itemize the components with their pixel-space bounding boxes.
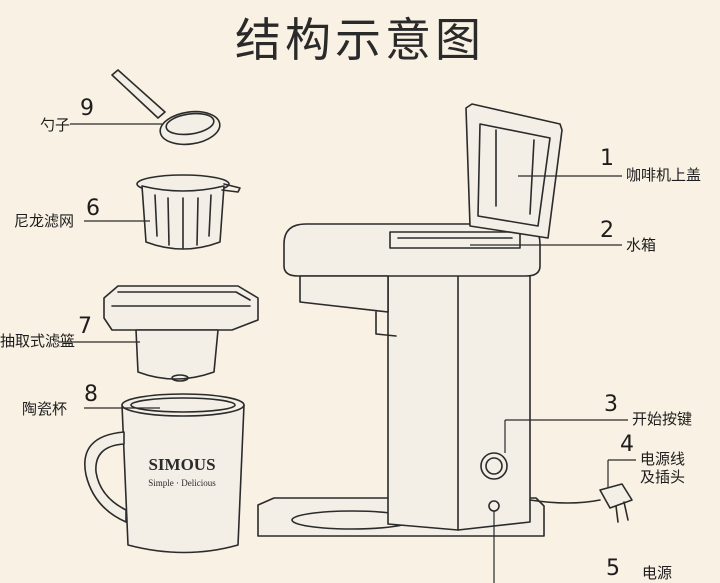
part-4-label-line2: 及插头 <box>640 468 686 486</box>
part-4-number: 4 <box>620 432 634 457</box>
part-3-number: 3 <box>604 392 618 417</box>
part-4-label-line1: 电源线 <box>640 450 686 468</box>
filter-basket-drawing <box>103 285 259 382</box>
part-6-number: 6 <box>86 196 100 221</box>
spoon-drawing <box>111 69 221 146</box>
ceramic-mug-drawing <box>84 393 245 554</box>
part-9-number: 9 <box>80 96 94 121</box>
part-2-number: 2 <box>600 218 614 243</box>
part-1-label: 咖啡机上盖 <box>626 166 702 184</box>
part-6-label: 尼龙滤网 <box>14 212 75 230</box>
part-3-label: 开始按键 <box>632 410 693 428</box>
mug-brand-slogan: Simple · Delicious <box>148 478 216 488</box>
part-8-label: 陶瓷杯 <box>22 400 68 418</box>
part-8-number: 8 <box>84 382 98 407</box>
part-9-label: 勺子 <box>40 116 71 134</box>
part-2-label: 水箱 <box>626 236 657 254</box>
nylon-filter-drawing <box>136 174 241 250</box>
diagram-title: 结构示意图 <box>235 13 485 67</box>
part-5-number: 5 <box>606 556 620 581</box>
part-5-label: 电源 <box>642 564 673 582</box>
part-1-number: 1 <box>600 146 614 171</box>
coffee-machine-drawing <box>257 103 633 537</box>
leader-lines <box>58 123 636 583</box>
part-7-number: 7 <box>78 314 92 339</box>
part-7-label: 抽取式滤篮 <box>0 332 76 350</box>
mug-brand-name: SIMOUS <box>148 455 215 474</box>
